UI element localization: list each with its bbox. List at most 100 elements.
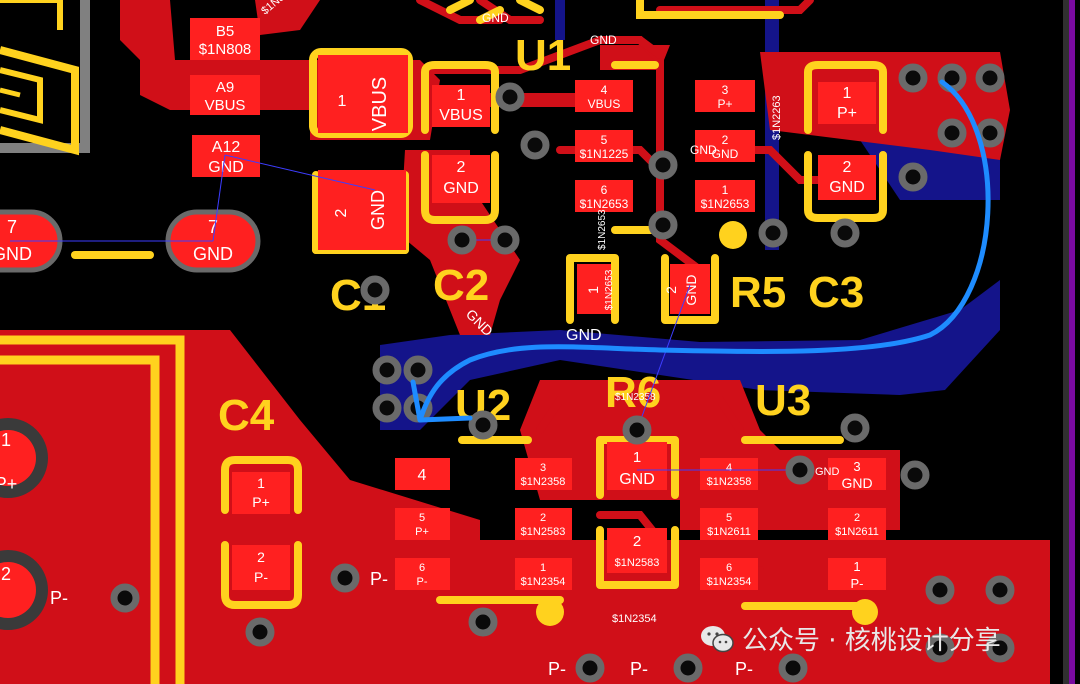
pad-c1-2[interactable] bbox=[318, 170, 406, 250]
pad-r6-1[interactable] bbox=[607, 442, 667, 490]
net-label-n2354: $1N2354 bbox=[612, 613, 657, 625]
pad-a9-net: VBUS bbox=[205, 97, 246, 114]
pad-u1-4-net: VBUS bbox=[588, 97, 621, 111]
pad-u2-5[interactable] bbox=[395, 508, 450, 540]
pad-c3-2[interactable] bbox=[818, 155, 876, 200]
pad-c1-1-num: 1 bbox=[338, 93, 347, 110]
ref-u3: U3 bbox=[755, 376, 811, 425]
th-pad-shell-left-net: GND bbox=[0, 244, 32, 264]
net-label-gnd-r5: GND bbox=[566, 327, 602, 344]
ref-c2: C2 bbox=[433, 261, 489, 310]
pad-u2-2-net: $1N2583 bbox=[521, 526, 566, 538]
pad-u2-5-net: P+ bbox=[415, 526, 429, 538]
pad-u2-3-net: $1N2358 bbox=[521, 476, 566, 488]
th-pad-shell-left-num: 7 bbox=[7, 217, 17, 237]
pad-u3-3-num: 3 bbox=[853, 459, 860, 474]
pad-c3-1[interactable] bbox=[818, 82, 876, 124]
ref-u1: U1 bbox=[515, 31, 571, 80]
pad-b5-num: B5 bbox=[216, 23, 234, 40]
pad-u3-6-num: 6 bbox=[726, 562, 732, 574]
pad-u2-2-num: 2 bbox=[540, 512, 546, 524]
pad-u1-1[interactable] bbox=[695, 180, 755, 212]
net-label-pminus-4: P- bbox=[630, 659, 648, 679]
usb-connector-outline bbox=[0, 0, 90, 156]
net-label-pminus-1: P- bbox=[370, 569, 388, 589]
pad-c4-2[interactable] bbox=[232, 545, 290, 590]
pad-a12-net: GND bbox=[208, 159, 244, 176]
pad-u1-2-num: 2 bbox=[722, 133, 729, 147]
pad-c2-2[interactable] bbox=[432, 155, 490, 203]
th-pad-battery-1-num: 1 bbox=[1, 430, 11, 450]
pad-u3-1[interactable] bbox=[828, 558, 886, 590]
pad-u1-5-num: 5 bbox=[601, 133, 608, 147]
pad-u1-3-num: 3 bbox=[722, 83, 729, 97]
pad-r6-1-net: GND bbox=[619, 471, 655, 488]
net-label-pminus-3: P- bbox=[548, 659, 566, 679]
pad-u1-6[interactable] bbox=[575, 180, 633, 212]
th-pad-battery-2-num: 2 bbox=[1, 564, 11, 584]
pad-u1-3[interactable] bbox=[695, 80, 755, 112]
pad-u3-3[interactable] bbox=[828, 458, 886, 490]
pad-c3-1-num: 1 bbox=[843, 85, 852, 102]
th-pad-shell-right-num: 7 bbox=[208, 217, 218, 237]
pad-c2-1-num: 1 bbox=[457, 87, 466, 104]
pad-u1-1-num: 1 bbox=[722, 183, 729, 197]
pad-u1-2-net: GND bbox=[712, 147, 739, 161]
board-edge-shadow bbox=[1063, 0, 1069, 684]
pad-r6-2[interactable] bbox=[607, 528, 667, 573]
th-pad-shell-right-net: GND bbox=[193, 244, 233, 264]
pad-u2-3-num: 3 bbox=[540, 462, 546, 474]
pad-u2-4-num: 4 bbox=[418, 467, 427, 484]
pad-c1-1-net: VBUS bbox=[369, 77, 391, 131]
pad-u3-5-net: $1N2611 bbox=[707, 526, 751, 538]
pad-c3-1-net: P+ bbox=[837, 105, 857, 122]
pad-a9[interactable] bbox=[190, 75, 260, 115]
net-label-pminus-5: P- bbox=[735, 659, 753, 679]
pad-r6-2-num: 2 bbox=[633, 533, 641, 550]
pad-u2-1-net: $1N2354 bbox=[521, 576, 566, 588]
ref-r6: R6 bbox=[605, 368, 661, 417]
pad-r5-2-net: GND bbox=[683, 274, 699, 305]
pad-a12[interactable] bbox=[192, 135, 260, 177]
pad-c2-2-num: 2 bbox=[457, 159, 466, 176]
net-label-gnd-u1: GND bbox=[590, 33, 617, 47]
pad-c2-1[interactable] bbox=[432, 85, 490, 127]
pad-r5-1-num: 1 bbox=[585, 286, 601, 294]
pad-u2-6[interactable] bbox=[395, 558, 450, 590]
pad-u3-6[interactable] bbox=[700, 558, 758, 590]
pad-u2-3[interactable] bbox=[515, 458, 572, 490]
pad-u3-4[interactable] bbox=[700, 458, 758, 490]
net-label-gnd-u1b: GND bbox=[690, 143, 717, 157]
watermark-text: 公众号 · 核桃设计分享 bbox=[742, 626, 1001, 656]
pad-u1-2[interactable] bbox=[695, 130, 755, 162]
pad-u2-6-net: P- bbox=[417, 576, 428, 588]
pad-u2-1[interactable] bbox=[515, 558, 572, 590]
pad-r5-2-num: 2 bbox=[663, 286, 679, 294]
pad-r5-2[interactable] bbox=[670, 264, 710, 314]
net-label-pminus-2: P- bbox=[50, 588, 68, 608]
pad-u2-2[interactable] bbox=[515, 508, 572, 540]
pad-u3-2[interactable] bbox=[828, 508, 886, 540]
pad-b5[interactable] bbox=[190, 18, 260, 60]
th-pad-battery-1-net: P+ bbox=[0, 474, 17, 494]
pad-c4-1-net: P+ bbox=[252, 494, 270, 510]
pad-u3-5[interactable] bbox=[700, 508, 758, 540]
pad-u1-4[interactable] bbox=[575, 80, 633, 112]
vias[interactable] bbox=[110, 63, 1015, 683]
pad-u3-1-net: P- bbox=[851, 576, 864, 591]
pad-b5-net: $1N808 bbox=[199, 41, 252, 58]
pad-u2-4[interactable] bbox=[395, 458, 450, 490]
pad-u1-5[interactable] bbox=[575, 130, 633, 162]
pad-u3-2-net: $1N2611 bbox=[835, 526, 879, 538]
pad-r6-1-num: 1 bbox=[633, 449, 641, 466]
pad-u3-4-net: $1N2358 bbox=[707, 476, 752, 488]
pad-c1-2-net: GND bbox=[368, 190, 388, 230]
pad-r5-1[interactable] bbox=[577, 264, 611, 314]
pad-u1-6-net: $1N2653 bbox=[580, 197, 629, 211]
pad-c1-1[interactable] bbox=[318, 55, 408, 133]
smd-pads[interactable] bbox=[190, 18, 886, 590]
net-label-n2358: $1N2358 bbox=[615, 392, 656, 403]
pad-c4-1[interactable] bbox=[232, 472, 290, 514]
pad-u3-3-net: GND bbox=[841, 475, 872, 491]
